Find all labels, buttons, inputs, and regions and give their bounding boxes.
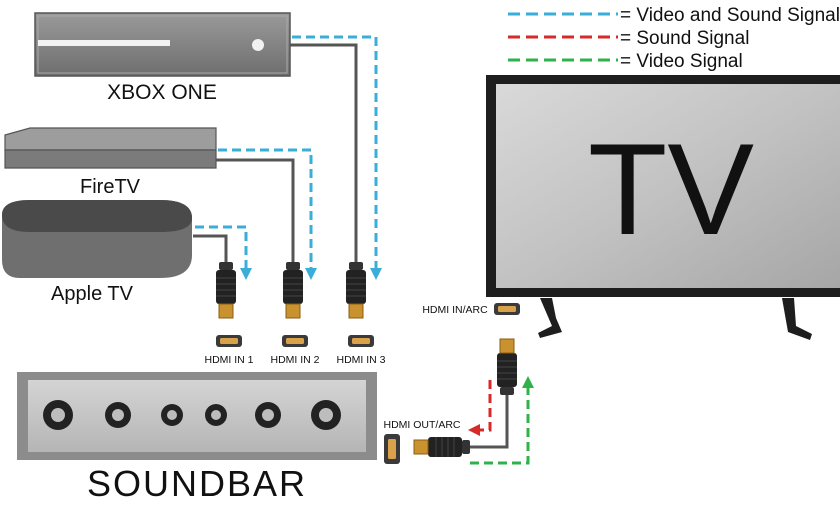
soundbar-device <box>17 372 377 460</box>
hdmi-in-3-label: HDMI IN 3 <box>336 354 385 366</box>
firetv-signal <box>218 148 313 270</box>
hdmi-in-3-port-icon <box>348 335 374 347</box>
firetv-cable <box>216 158 295 262</box>
signal-arrows <box>240 268 534 436</box>
video-arrow-icon <box>522 376 534 388</box>
xbox-power-button-icon <box>252 39 264 51</box>
legend-sound-text: = Sound Signal <box>620 28 749 49</box>
hdmi-plug-out-arc <box>413 436 471 458</box>
xbox-signal <box>292 35 378 270</box>
xbox-device <box>34 12 291 77</box>
firetv-device <box>4 127 217 169</box>
hdmi-in-2-port-icon <box>282 335 308 347</box>
hdmi-plug-1 <box>215 261 237 319</box>
legend-video-text: = Video Signal <box>620 51 743 72</box>
tv-device <box>486 75 840 340</box>
soundbar-label: SOUNDBAR <box>87 463 307 504</box>
appletv-device <box>2 200 192 278</box>
signal-lines <box>195 35 530 465</box>
sound-arrow-icon <box>468 424 480 436</box>
hdmi-in-arc-port-icon <box>494 303 520 315</box>
appletv-label: Apple TV <box>51 283 134 305</box>
hdmi-in-1-label: HDMI IN 1 <box>204 354 253 366</box>
appletv-signal <box>195 225 248 270</box>
legend: = Video and Sound Signal = Sound Signal … <box>508 5 840 72</box>
hdmi-out-arc-port-icon <box>384 434 400 464</box>
appletv-arrow-icon <box>240 268 252 280</box>
xbox-label: XBOX ONE <box>107 81 217 104</box>
hdmi-out-arc-label: HDMI OUT/ARC <box>384 419 461 431</box>
tv-left-stand <box>538 298 562 338</box>
xbox-cable <box>290 43 358 262</box>
hdmi-plug-2 <box>282 261 304 319</box>
hdmi-plug-3 <box>345 261 367 319</box>
cables <box>193 43 509 449</box>
hdmi-plug-in-arc <box>496 338 518 396</box>
hdmi-in-1-port-icon <box>216 335 242 347</box>
xbox-arrow-icon <box>370 268 382 280</box>
appletv-cable <box>193 234 228 262</box>
sound-signal <box>478 380 492 432</box>
tv-label: TV <box>588 116 754 262</box>
legend-video-sound-text: = Video and Sound Signal <box>620 5 840 26</box>
hdmi-in-2-label: HDMI IN 2 <box>270 354 319 366</box>
tv-soundbar-cable <box>470 395 509 449</box>
tv-right-stand <box>782 298 812 340</box>
hdmi-in-arc-label: HDMI IN/ARC <box>422 304 488 316</box>
xbox-disc-slot <box>38 40 170 46</box>
firetv-label: FireTV <box>80 176 141 198</box>
soundbar-speakers <box>43 400 341 430</box>
firetv-arrow-icon <box>305 268 317 280</box>
video-signal <box>470 385 530 465</box>
